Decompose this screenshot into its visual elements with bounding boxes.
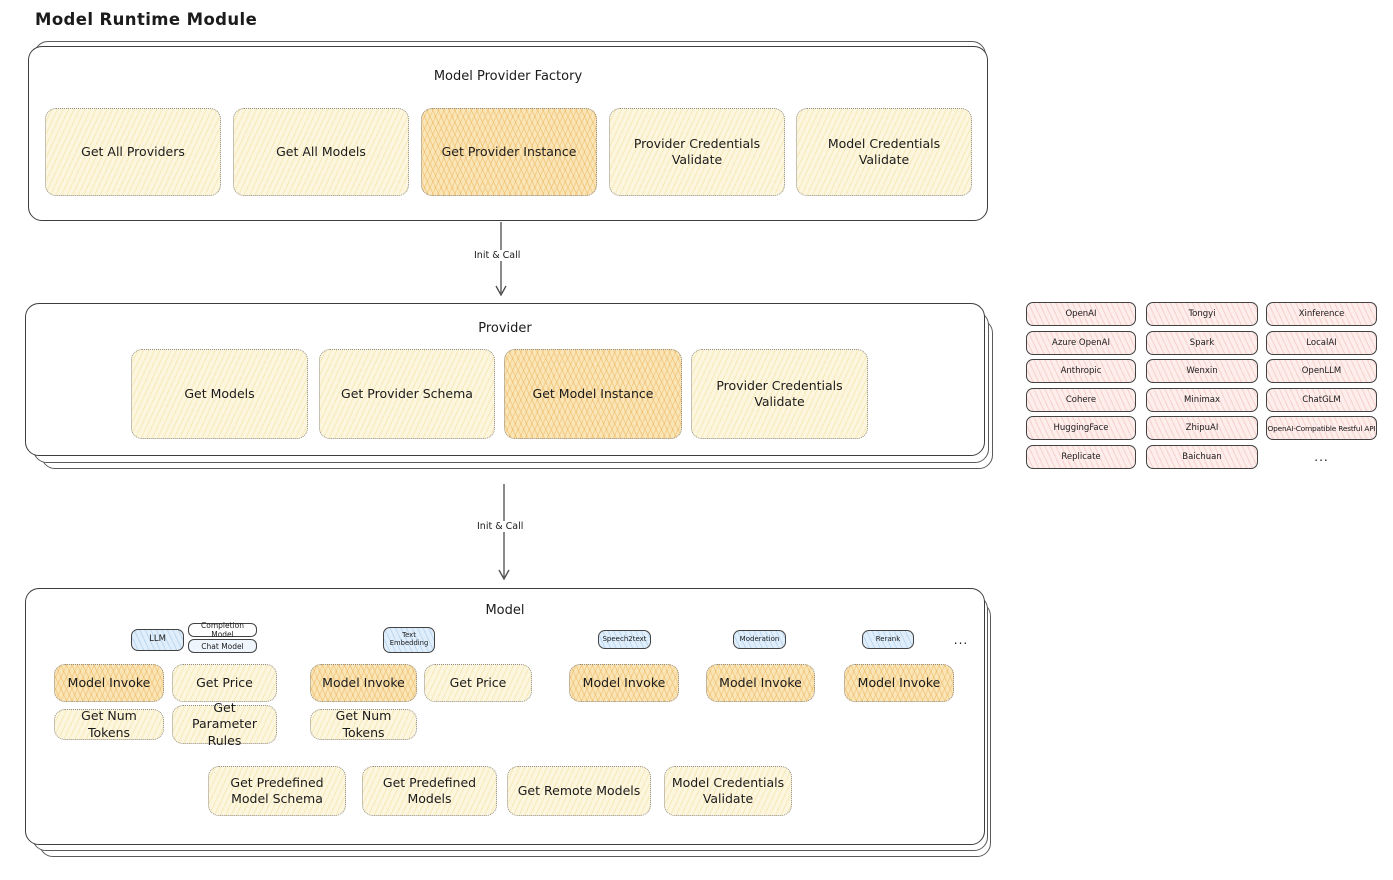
provider-chip-huggingface: HuggingFace — [1026, 416, 1136, 440]
init-call-label-2: Init & Call — [473, 521, 528, 532]
text-embedding-model-invoke-box: Model Invoke — [310, 664, 417, 702]
provider-chip-azure-openai: Azure OpenAI — [1026, 331, 1136, 355]
llm-get-price-box: Get Price — [172, 664, 277, 702]
provider-get-models-box: Get Models — [131, 349, 308, 439]
llm-get-num-tokens-box: Get Num Tokens — [54, 708, 164, 740]
model-type-rerank-tab: Rerank — [862, 630, 914, 649]
init-call-arrow-2-icon — [498, 484, 510, 581]
provider-chip-openai-compatible-restful-api: OpenAI-Compatible Restful API — [1266, 416, 1377, 440]
provider-get-provider-schema-box: Get Provider Schema — [319, 349, 495, 439]
provider-chip-localai: LocalAI — [1266, 331, 1377, 355]
provider-chip-anthropic: Anthropic — [1026, 359, 1136, 383]
model-panel: Model LLM Completion Model Chat Model Te… — [25, 588, 985, 845]
text-embedding-get-price-box: Get Price — [424, 664, 532, 702]
factory-get-all-models-box: Get All Models — [233, 108, 409, 196]
llm-get-parameter-rules-box: Get Parameter Rules — [172, 700, 277, 748]
text-embedding-get-num-tokens-box: Get Num Tokens — [310, 708, 417, 740]
provider-chip-cohere: Cohere — [1026, 388, 1136, 412]
factory-panel: Model Provider Factory Get All Providers… — [28, 46, 988, 221]
provider-chip-openai: OpenAI — [1026, 302, 1136, 326]
get-predefined-models-box: Get Predefined Models — [362, 766, 497, 816]
model-type-llm-tab: LLM — [131, 629, 184, 651]
page-title: Model Runtime Module — [35, 10, 258, 29]
provider-panel: Provider Get Models Get Provider Schema … — [25, 303, 985, 456]
factory-title: Model Provider Factory — [433, 69, 583, 84]
init-call-label-1: Init & Call — [470, 250, 525, 261]
model-type-speech2text-tab: Speech2text — [598, 630, 651, 649]
rerank-model-invoke-box: Model Invoke — [844, 664, 954, 702]
model-type-chat-model-tab: Chat Model — [188, 639, 257, 653]
speech2text-model-invoke-box: Model Invoke — [569, 664, 679, 702]
moderation-model-invoke-box: Model Invoke — [706, 664, 815, 702]
model-type-text-embedding-tab: Text Embedding — [383, 627, 435, 653]
get-remote-models-box: Get Remote Models — [507, 766, 651, 816]
provider-chip-tongyi: Tongyi — [1146, 302, 1258, 326]
provider-title: Provider — [478, 321, 532, 336]
provider-chip-baichuan: Baichuan — [1146, 445, 1258, 469]
factory-provider-credentials-validate-box: Provider Credentials Validate — [609, 108, 785, 196]
factory-model-credentials-validate-box: Model Credentials Validate — [796, 108, 972, 196]
model-type-moderation-tab: Moderation — [733, 630, 786, 649]
factory-get-all-providers-box: Get All Providers — [45, 108, 221, 196]
model-type-completion-model-tab: Completion Model — [188, 621, 257, 639]
provider-chip-zhipuai: ZhipuAI — [1146, 416, 1258, 440]
model-credentials-validate-box: Model Credentials Validate — [664, 766, 792, 816]
provider-chip-xinference: Xinference — [1266, 302, 1377, 326]
llm-model-invoke-box: Model Invoke — [54, 664, 164, 702]
provider-chip-openllm: OpenLLM — [1266, 359, 1377, 383]
provider-chips-more-dots: ... — [1314, 450, 1329, 464]
model-types-more-dots: ... — [953, 632, 969, 647]
model-title: Model — [485, 603, 525, 618]
provider-credentials-validate-box: Provider Credentials Validate — [691, 349, 868, 439]
factory-get-provider-instance-box: Get Provider Instance — [421, 108, 597, 196]
provider-chip-minimax: Minimax — [1146, 388, 1258, 412]
provider-get-model-instance-box: Get Model Instance — [504, 349, 682, 439]
provider-chip-spark: Spark — [1146, 331, 1258, 355]
get-predefined-model-schema-box: Get Predefined Model Schema — [208, 766, 346, 816]
provider-chip-replicate: Replicate — [1026, 445, 1136, 469]
provider-chip-wenxin: Wenxin — [1146, 359, 1258, 383]
provider-chip-chatglm: ChatGLM — [1266, 388, 1377, 412]
